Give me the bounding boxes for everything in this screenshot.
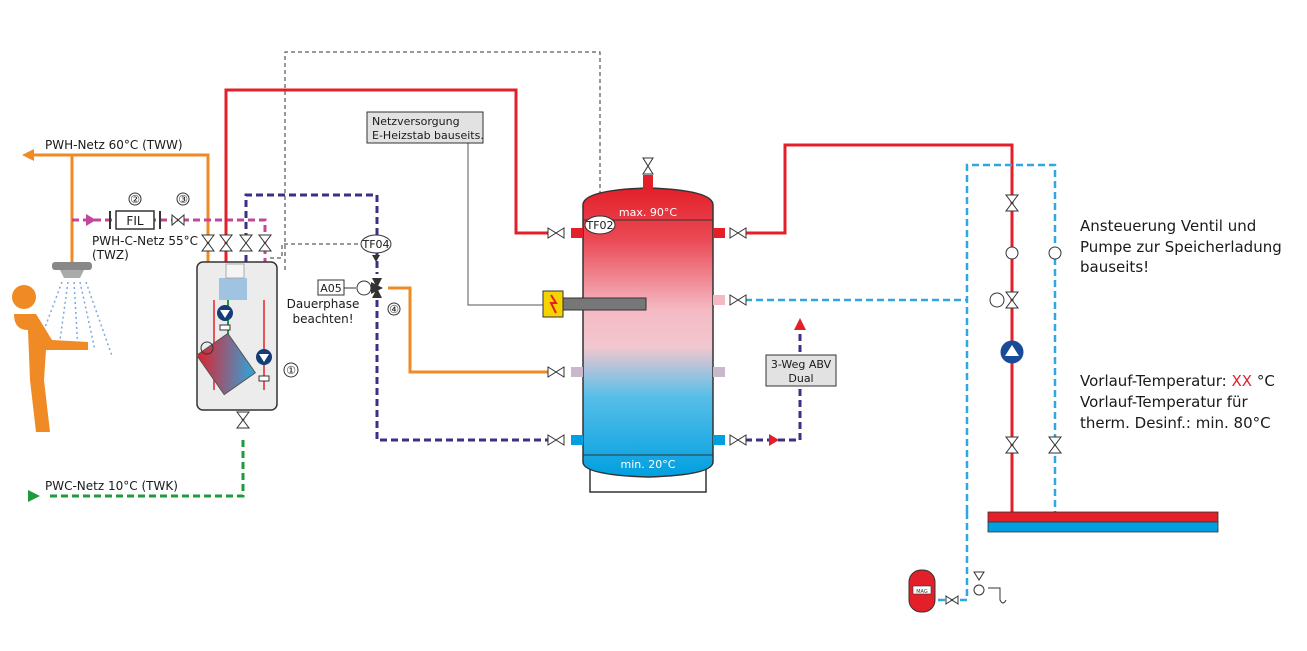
abv-arrow-icon	[794, 318, 806, 330]
pwc-label: PWC-Netz 10°C (TWK)	[45, 479, 178, 493]
a05-label: A05	[320, 282, 342, 295]
primary-flow-line	[224, 88, 552, 262]
station-valves	[201, 234, 272, 429]
netz-label-1: Netzversorgung	[372, 115, 460, 128]
ansteuerung-label-2: Pumpe zur Speicherladung	[1080, 238, 1282, 256]
dauerphase-label-1: Dauerphase	[287, 297, 360, 311]
return-arrow-icon	[769, 434, 779, 446]
abv-label-1: 3-Weg ABV	[771, 358, 832, 371]
tf04-label: TF04	[361, 238, 389, 251]
desinf-label-1: Vorlauf-Temperatur für	[1080, 393, 1248, 411]
heater-supply-line	[467, 143, 545, 306]
shower-icon	[43, 262, 113, 357]
vorlauf-xx: XX	[1231, 372, 1252, 390]
pwh-arrow-icon	[22, 149, 34, 161]
num1-label: ①	[286, 364, 296, 377]
tank-nozzles	[571, 228, 725, 445]
storage-tank	[582, 175, 714, 493]
mag-label: MAG	[916, 589, 928, 595]
tf02-sensor	[584, 215, 616, 235]
desinf-label-2: therm. Desinf.: min. 80°C	[1080, 414, 1271, 432]
pwhc-label-1: PWH-C-Netz 55°C	[92, 234, 198, 248]
abv-label-2: Dual	[788, 372, 813, 385]
abv-box	[765, 354, 837, 387]
num4-label: ④	[389, 303, 399, 316]
pwc-arrow-icon	[28, 490, 40, 502]
vorlauf-label: Vorlauf-Temperatur: XX °C	[1080, 372, 1275, 390]
pwhc-label-2: (TWZ)	[92, 248, 129, 262]
heating-circuit-components	[989, 194, 1062, 454]
three-way-valve	[317, 234, 401, 316]
fresh-water-station	[195, 261, 278, 411]
netz-label-2: E-Heizstab bauseits.	[372, 129, 484, 142]
ansteuerung-label-1: Ansteuerung Ventil und	[1080, 217, 1256, 235]
loading-line	[388, 286, 552, 374]
expansion-vessel	[908, 569, 1007, 613]
min-temp-label: min. 20°C	[621, 458, 676, 471]
person-icon	[12, 285, 88, 432]
vorlauf-suffix: °C	[1252, 372, 1275, 390]
num3-label: ③	[178, 193, 188, 206]
vorlauf-prefix: Vorlauf-Temperatur:	[1080, 372, 1231, 390]
num2-label: ②	[130, 193, 140, 206]
filter-assembly	[109, 192, 190, 230]
pwhc-arrow-icon	[86, 214, 96, 226]
dauerphase-label-2: beachten!	[292, 312, 353, 326]
secondary-return-line	[745, 163, 1057, 602]
netz-box	[366, 111, 484, 144]
fil-label: FIL	[126, 214, 143, 228]
tf02-label: TF02	[585, 219, 613, 232]
control-lines	[270, 51, 601, 270]
pwh-label: PWH-Netz 60°C (TWW)	[45, 138, 183, 152]
num1-marker	[283, 362, 299, 378]
secondary-flow-line	[745, 143, 1014, 512]
tank-valves	[547, 157, 747, 446]
heating-distributor	[987, 511, 1219, 533]
electric-heater	[542, 290, 647, 318]
pwh-line	[30, 153, 210, 400]
ansteuerung-label-3: bauseits!	[1080, 258, 1149, 276]
violet-return-line	[244, 193, 802, 442]
max-temp-label: max. 90°C	[619, 206, 677, 219]
